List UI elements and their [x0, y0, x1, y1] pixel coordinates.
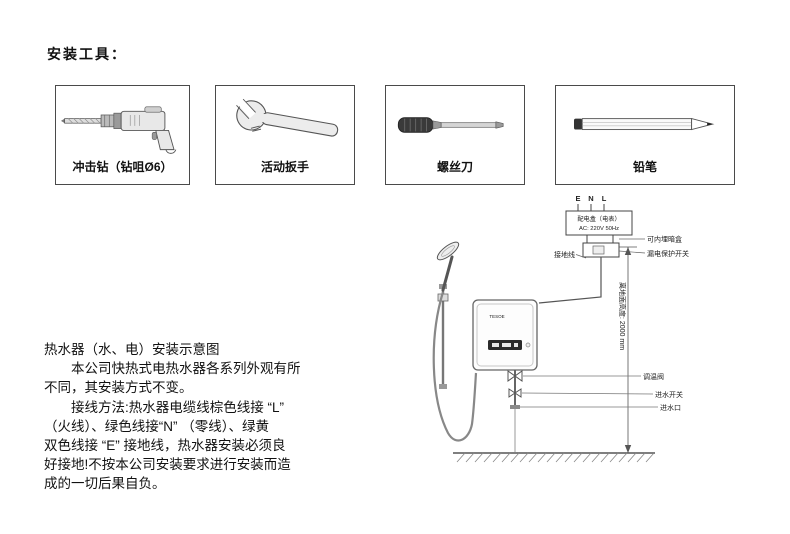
screwdriver-icon	[386, 86, 524, 158]
inlet-port-label: 进水口	[660, 403, 681, 412]
terminal-labels: E N L	[575, 194, 607, 211]
instructions-line: 本公司快热式电热水器各系列外观有所	[44, 361, 301, 377]
wrench-icon	[216, 86, 354, 158]
instructions-line: 接线方法:热水器电缆线棕色线接 “L”	[44, 399, 285, 415]
power-box-label: 配电盒（电表）	[577, 215, 620, 223]
drill-icon	[56, 86, 189, 158]
water-pipes: 调温阀 进水开关 进水口	[507, 370, 683, 452]
tool-card-wrench: 活动扳手	[215, 85, 355, 185]
height-label: 离地面高度: 2000 mm	[618, 282, 627, 350]
instructions-line: 不同，其安装方式不变。	[44, 380, 193, 396]
height-dimension: 离地面高度: 2000 mm	[618, 246, 637, 453]
pencil-icon	[556, 86, 734, 158]
inlet-port	[510, 405, 520, 409]
power-box: 配电盒（电表） AC: 220V 50Hz	[565, 210, 633, 236]
supply-cable	[538, 257, 602, 304]
terminal-n: N	[588, 194, 593, 203]
inlet-switch-valve	[508, 388, 522, 398]
shower-head	[436, 241, 460, 261]
tool-card-screwdriver: 螺丝刀	[385, 85, 525, 185]
power-box-spec: AC: 220V 50Hz	[579, 226, 619, 232]
leakage-switch-label: 漏电保护开关	[647, 249, 689, 258]
terminal-e: E	[575, 194, 580, 203]
instructions-line: 好接地!不按本公司安装要求进行安装而造	[44, 457, 291, 473]
instructions-line: （火线）、绿色线接“N” （零线）、绿黄	[44, 418, 269, 434]
water-heater: TESOE	[472, 299, 538, 371]
tool-label: 螺丝刀	[436, 160, 473, 174]
instructions-heading: 热水器（水、电）安装示意图	[44, 342, 220, 357]
instructions-line: 双色线接 “E” 接地线，热水器安装必须良	[44, 438, 286, 454]
installation-diagram: E N L 配电盒（电表） AC: 220V 50Hz 可内埋暗盒 漏电保护开关	[415, 188, 755, 495]
inlet-switch-label: 进水开关	[655, 390, 683, 399]
leakage-protector-box	[582, 235, 620, 258]
tool-card-pencil: 铅笔	[555, 85, 735, 185]
hidden-box-label: 可内埋暗盒	[647, 235, 682, 244]
tool-label: 活动扳手	[260, 160, 309, 174]
tool-label: 冲击钻（钻咀Ø6）	[72, 160, 173, 174]
instructions-line: 成的一切后果自负。	[44, 476, 166, 492]
terminal-l: L	[602, 194, 607, 203]
tool-card-drill: 冲击钻（钻咀Ø6）	[55, 85, 190, 185]
shower-set	[432, 241, 478, 442]
temp-valve-label: 调温阀	[643, 372, 664, 381]
shower-handle	[441, 255, 454, 292]
ground-wire-label: 接地线	[554, 250, 575, 259]
heater-brand: TESOE	[489, 314, 504, 319]
temp-valve	[507, 370, 523, 382]
page-title: 安装工具：	[47, 46, 127, 62]
installation-instructions: 热水器（水、电）安装示意图 本公司快热式电热水器各系列外观有所 不同，其安装方式…	[44, 340, 301, 494]
floor-ground	[453, 452, 655, 463]
heater-button	[525, 342, 531, 348]
shower-hose	[432, 291, 478, 442]
tool-label: 铅笔	[632, 160, 657, 174]
